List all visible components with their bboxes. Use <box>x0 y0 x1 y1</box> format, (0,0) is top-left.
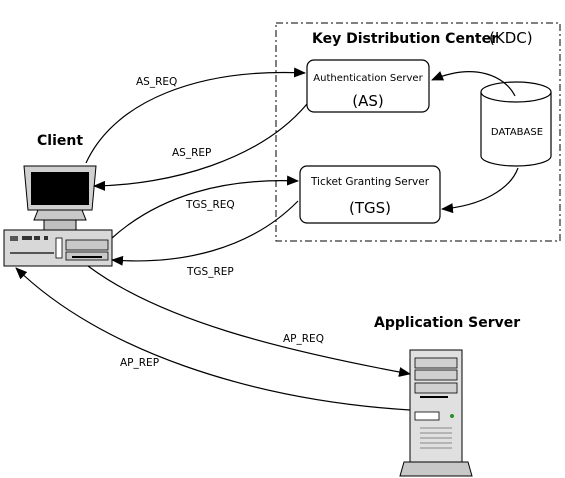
db-to-tgs-arrow <box>441 167 519 214</box>
as-rep-arrow <box>93 103 308 191</box>
tgs-rep-label: TGS_REP <box>186 266 234 278</box>
ap-req-label: AP_REQ <box>283 333 324 345</box>
application-server-icon <box>399 349 473 477</box>
db-to-as-arrow <box>431 71 516 97</box>
database-label: DATABASE <box>491 127 543 138</box>
as-rep-label: AS_REP <box>172 147 211 159</box>
database-icon: DATABASE <box>480 81 552 167</box>
as-req-label: AS_REQ <box>136 76 177 88</box>
as-name: Authentication Server <box>313 73 423 84</box>
ap-rep-label: AP_REP <box>120 357 159 369</box>
tgs-abbr: (TGS) <box>349 199 391 217</box>
tgs-req-label: TGS_REQ <box>185 199 235 211</box>
as-abbr: (AS) <box>352 92 384 110</box>
as-req-arrow <box>85 67 306 164</box>
authentication-server: Authentication Server (AS) <box>306 59 430 113</box>
kdc-title: Key Distribution Center <box>312 31 498 47</box>
tgs-name: Ticket Granting Server <box>310 176 430 188</box>
client-computer-icon <box>3 165 113 267</box>
ap-req-arrow <box>87 265 411 377</box>
tgs-rep-arrow <box>111 200 299 266</box>
kdc-abbr: (KDC) <box>489 29 533 47</box>
ticket-granting-server: Ticket Granting Server (TGS) <box>299 165 441 224</box>
client-label: Client <box>37 133 83 149</box>
tgs-req-arrow <box>111 175 299 239</box>
app-server-label: Application Server <box>374 315 520 331</box>
ap-rep-arrow <box>15 267 411 411</box>
